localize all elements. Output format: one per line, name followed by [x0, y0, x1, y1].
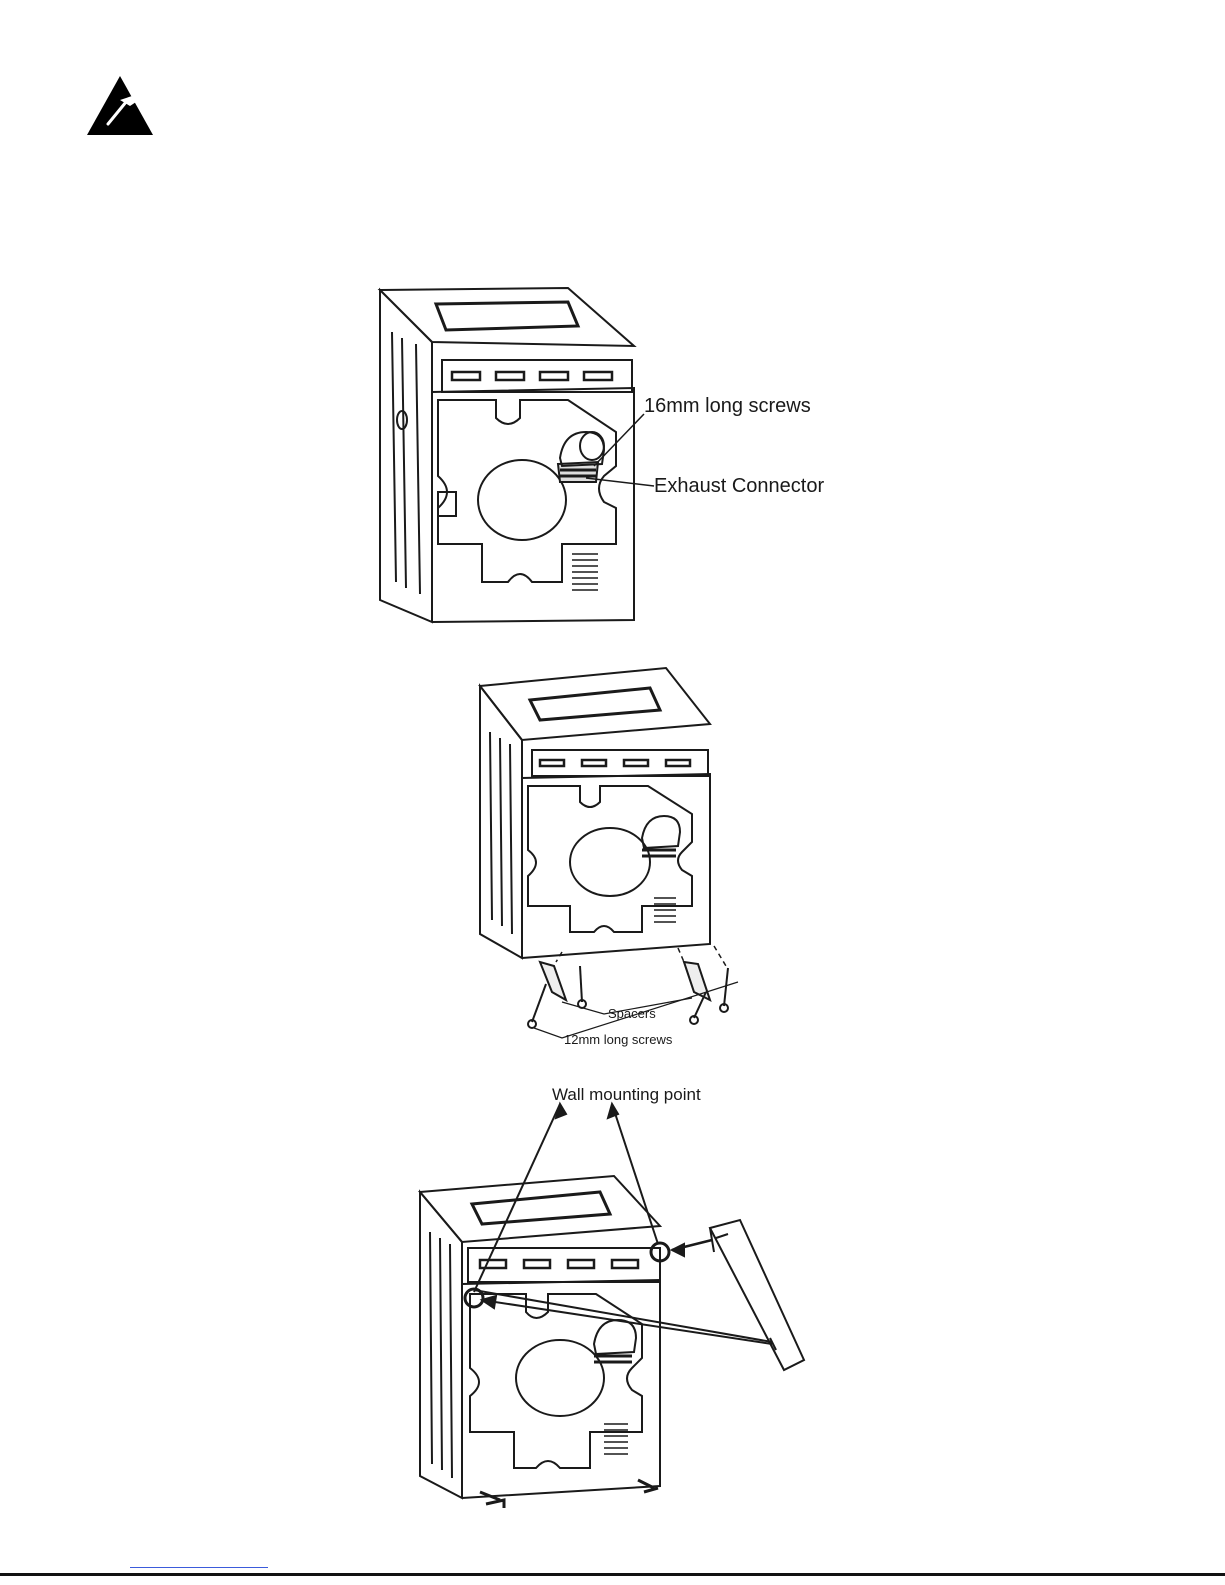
label-16mm-screws: 16mm long screws: [644, 395, 811, 417]
figure-exhaust-connector: 16mm long screws Exhaust Connector: [372, 282, 852, 624]
figure-wall-mounting: Wall mounting point: [410, 1080, 830, 1510]
footer-bar: [0, 1573, 1225, 1576]
hammer-warning-icon: [86, 74, 154, 136]
label-spacers: Spacers: [608, 1006, 656, 1021]
footer-link-underline: [130, 1567, 268, 1568]
label-wall-mounting-point: Wall mounting point: [552, 1085, 701, 1104]
label-12mm-screws: 12mm long screws: [564, 1032, 673, 1047]
label-exhaust-connector: Exhaust Connector: [654, 475, 824, 497]
footer-rule: [0, 1563, 1225, 1585]
figure-spacers: Spacers 12mm long screws: [470, 662, 770, 1054]
